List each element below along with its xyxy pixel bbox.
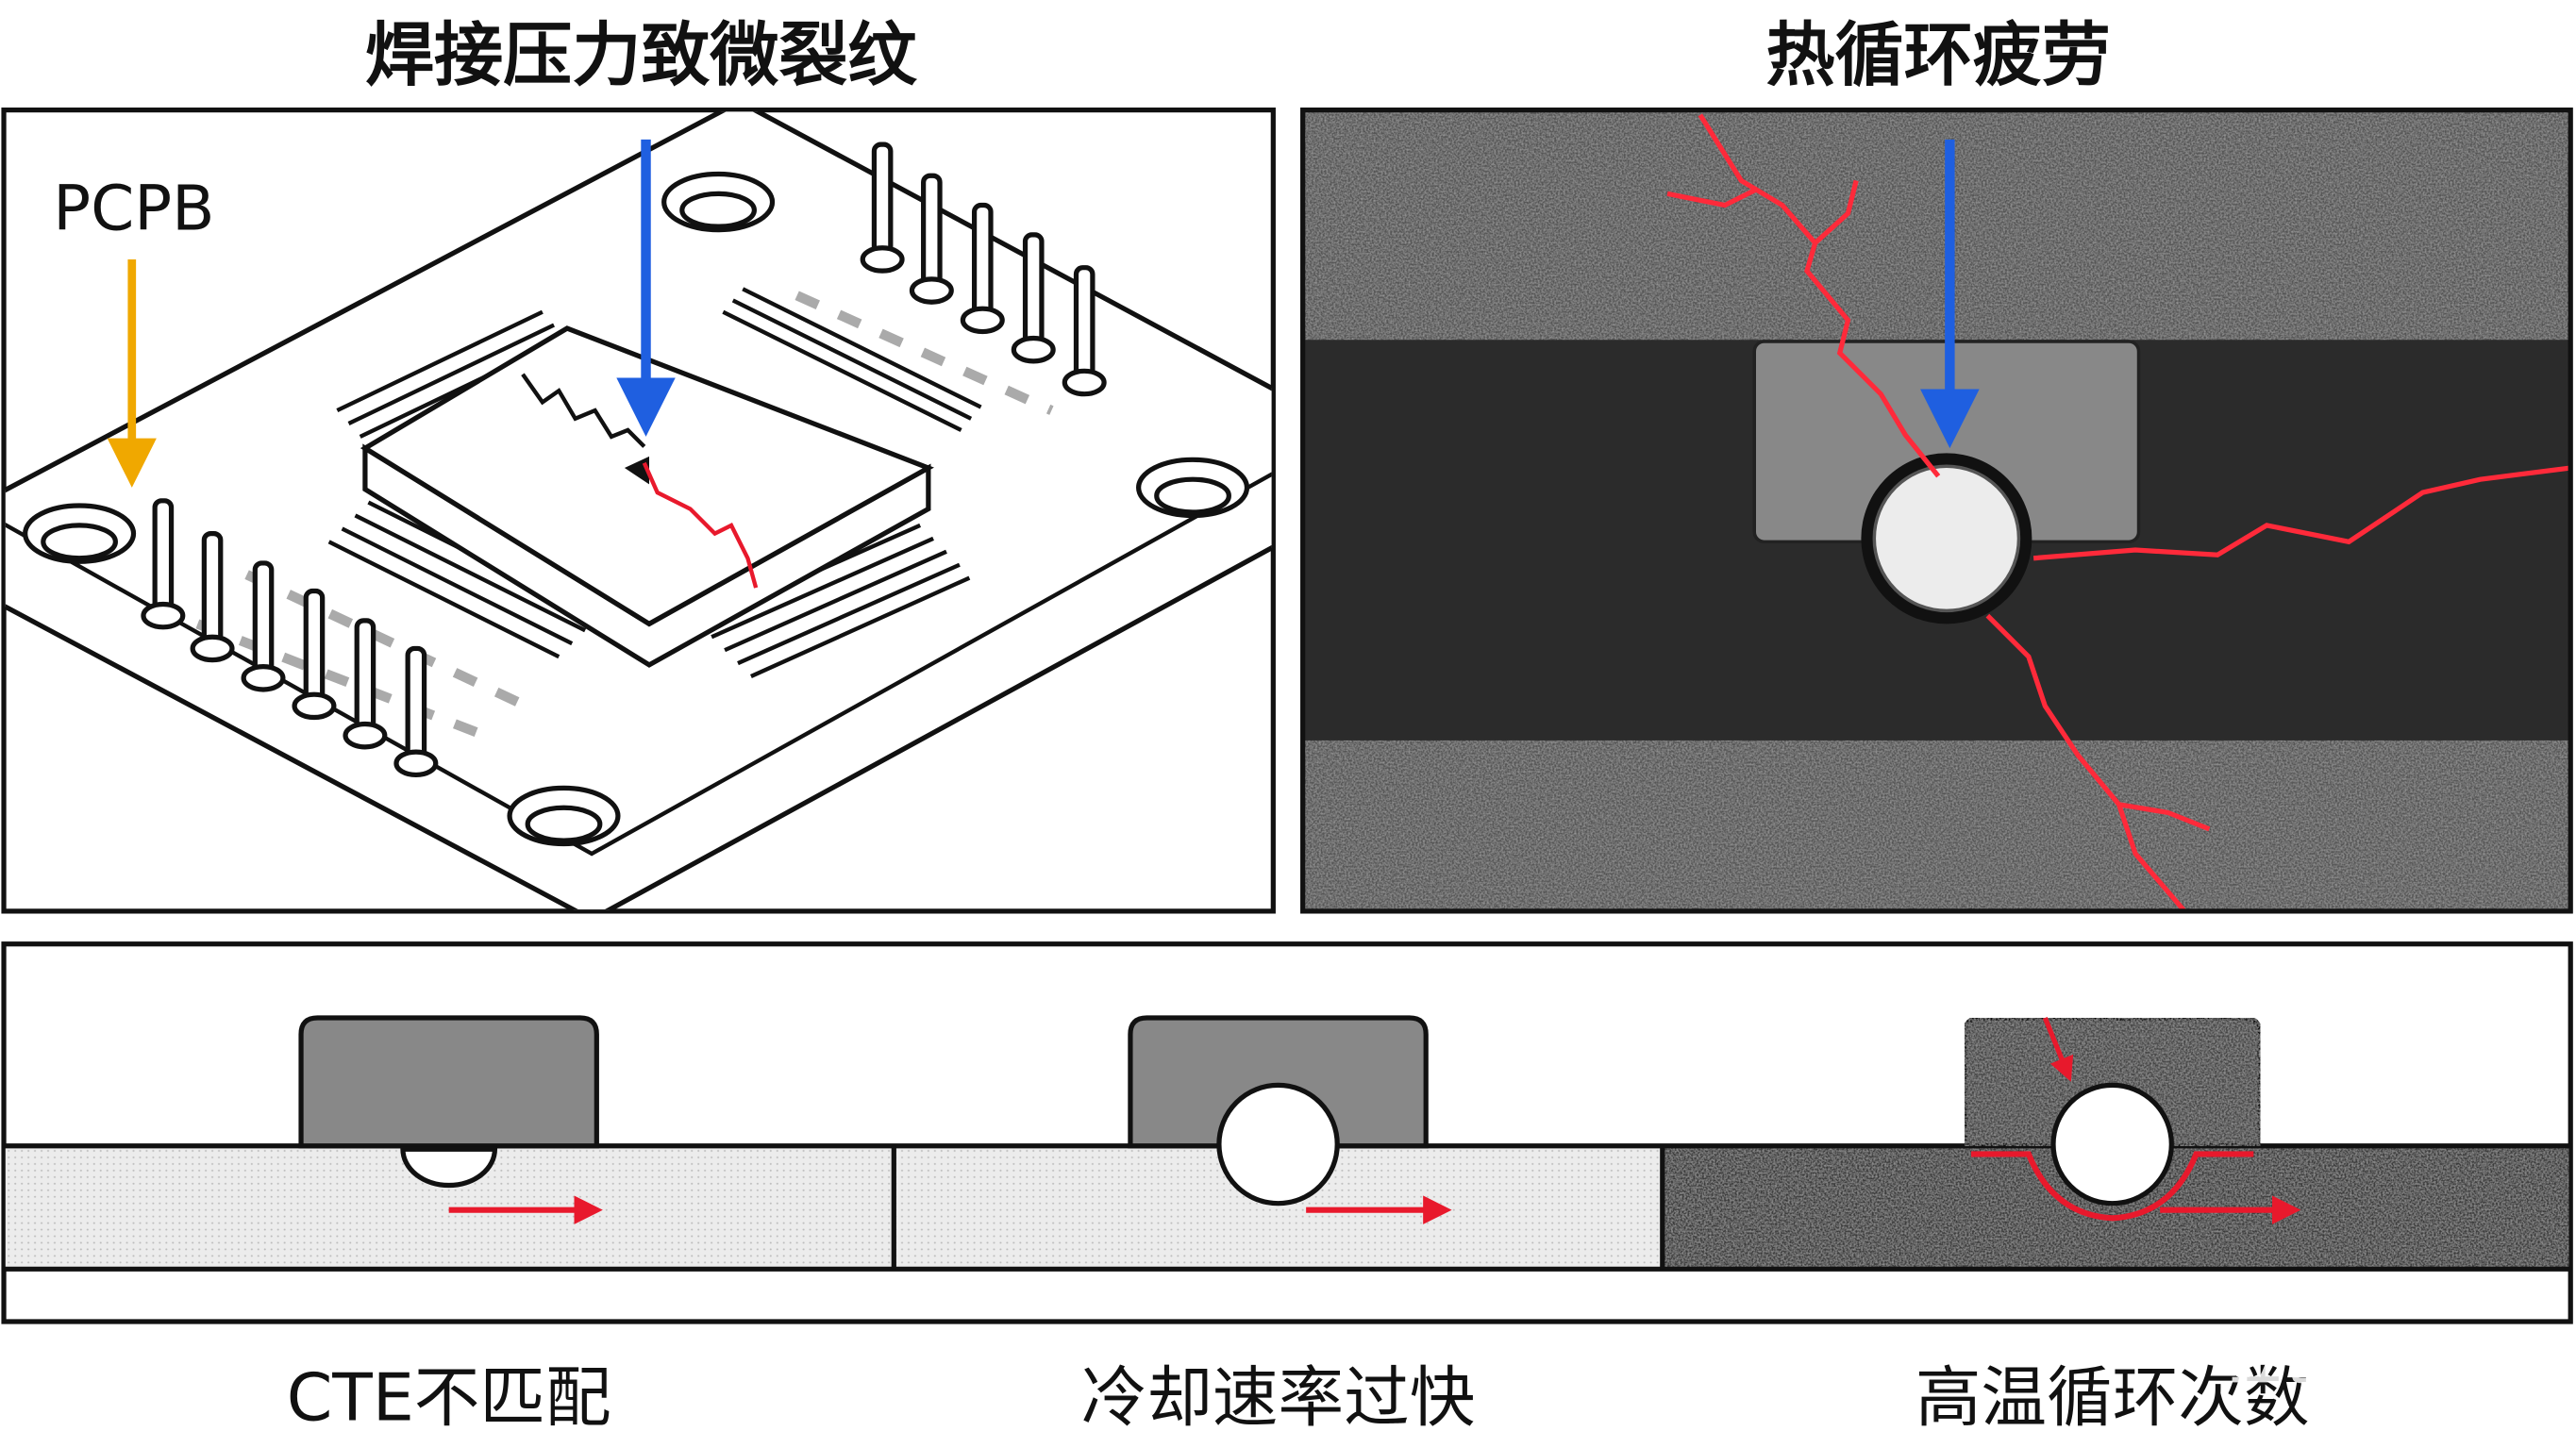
- title-thermal-cycle-fatigue: 热循环疲劳: [1765, 16, 2110, 96]
- panel-failure-causes: [1, 941, 2573, 1324]
- panel-pcb-illustration: PCPB: [1, 107, 1276, 914]
- label-cte-mismatch: CTE不匹配: [287, 1359, 611, 1436]
- pcpb-label: PCPB: [53, 173, 214, 245]
- panel-solder-joint-fatigue: [1304, 111, 2569, 910]
- watermark: 豆包AI生成: [2230, 1331, 2501, 1392]
- crack-red: [642, 461, 759, 589]
- label-fast-cooling: 冷却速率过快: [1081, 1359, 1476, 1436]
- cause-cte-mismatch: [298, 1015, 603, 1224]
- fatigue-cracks: [1666, 113, 2569, 910]
- mounting-holes: [23, 171, 1250, 847]
- cause-high-temp-cycles: [1962, 1015, 2301, 1224]
- cause-fast-cooling: [1128, 1015, 1452, 1224]
- label-high-temp-cycles: 高温循环次数: [1915, 1359, 2310, 1436]
- title-weld-pressure-microcrack: 焊接压力致微裂纹: [365, 16, 918, 96]
